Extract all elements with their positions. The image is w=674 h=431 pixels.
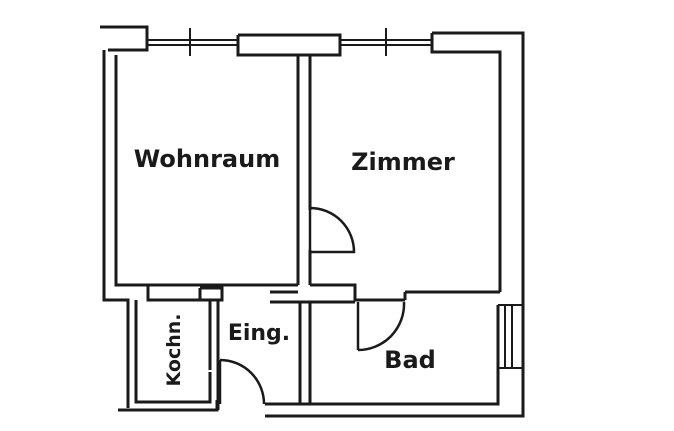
door-entrance bbox=[218, 358, 266, 405]
room-label-eing: Eing. bbox=[228, 321, 290, 346]
room-label-bad: Bad bbox=[384, 346, 436, 374]
door-zimmer bbox=[308, 206, 356, 254]
room-label-kochn: Kochn. bbox=[163, 314, 185, 387]
interior-walls bbox=[116, 55, 500, 410]
room-label-wohnraum: Wohnraum bbox=[134, 145, 280, 173]
window-wohnraum bbox=[147, 28, 238, 56]
door-bad bbox=[356, 301, 406, 352]
window-bad bbox=[498, 304, 523, 369]
room-label-zimmer: Zimmer bbox=[351, 148, 455, 176]
window-zimmer bbox=[340, 28, 432, 56]
